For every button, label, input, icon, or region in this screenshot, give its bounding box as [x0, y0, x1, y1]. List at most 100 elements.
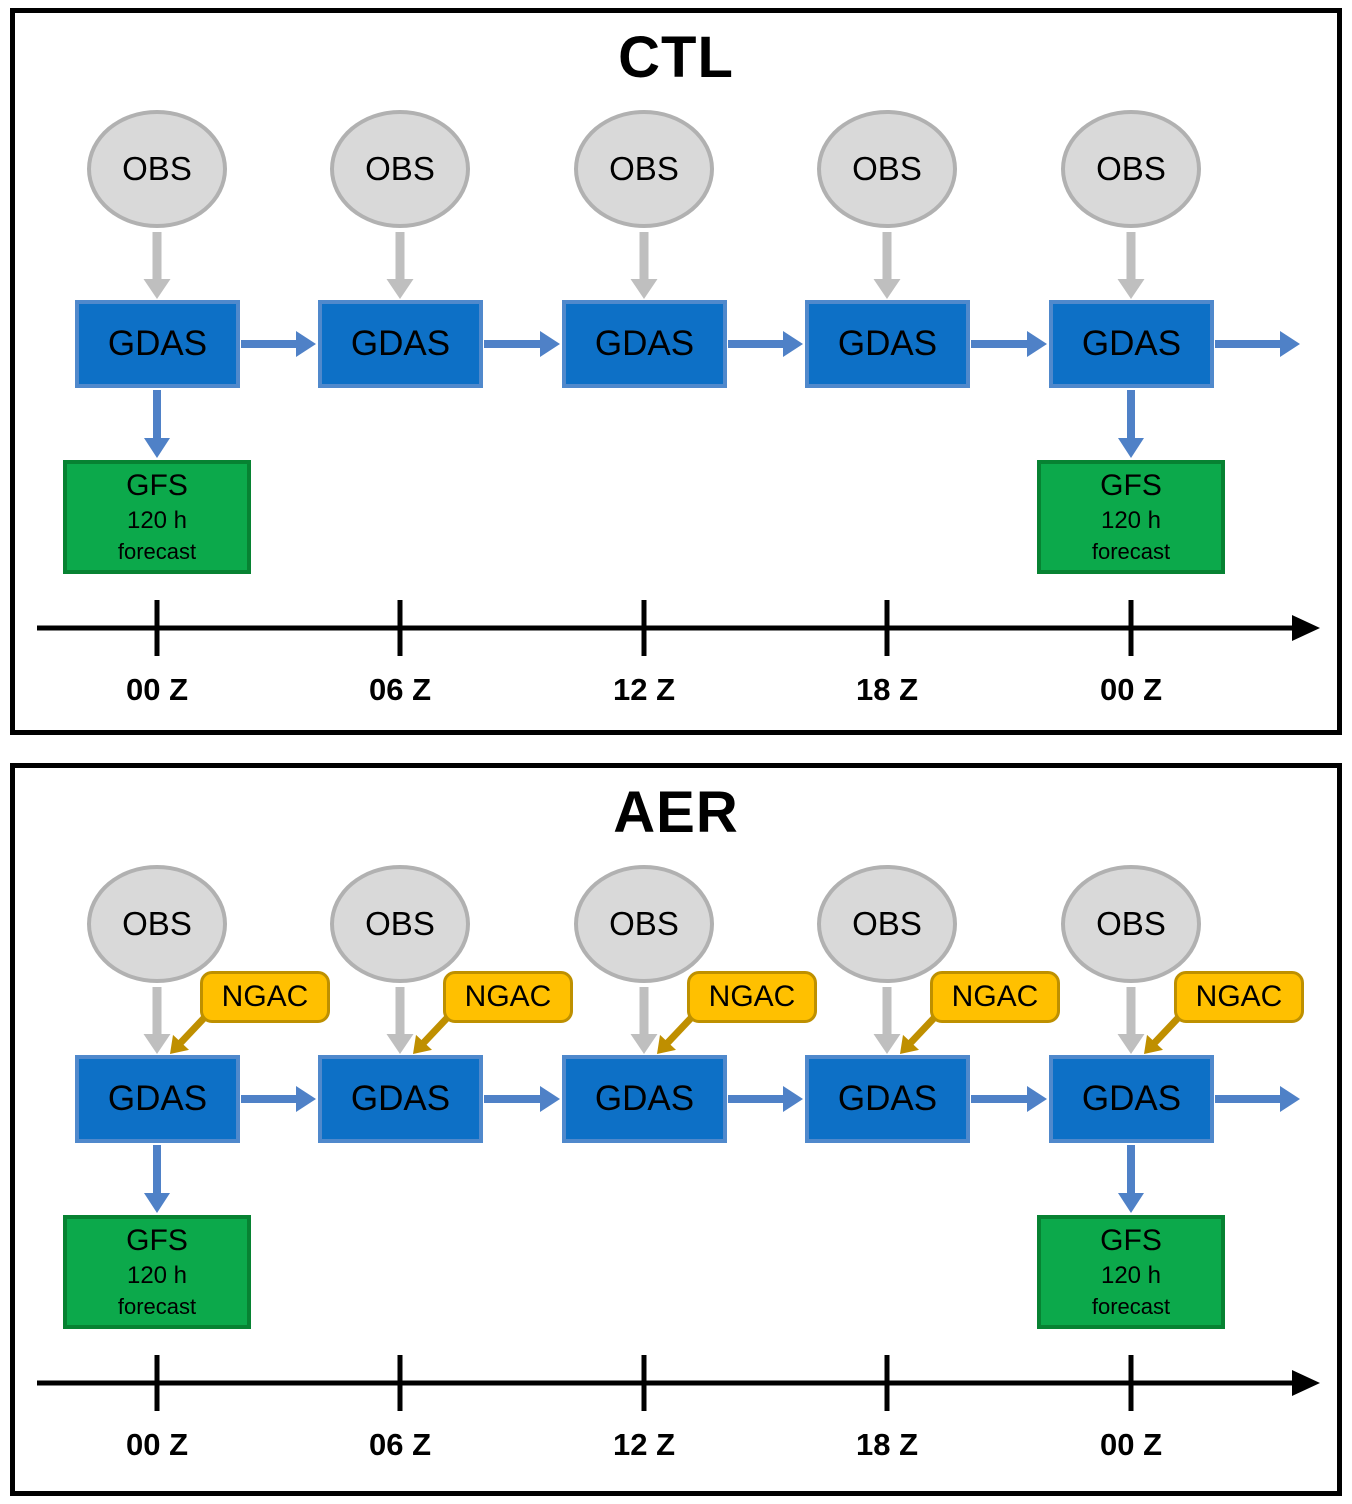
obs-to-gdas-arrow-head	[1117, 279, 1145, 299]
gdas-flow-arrow-head	[296, 1086, 316, 1112]
gdas-to-gfs-arrow-head	[1118, 1193, 1144, 1213]
gfs-name: GFS	[126, 1224, 188, 1257]
timeline-label: 06 Z	[368, 672, 432, 707]
obs-to-gdas-arrow-head	[1117, 1034, 1145, 1054]
obs-label: OBS	[852, 905, 922, 942]
gdas-flow-arrow-head	[540, 1086, 560, 1112]
timeline-label: 00 Z	[1099, 672, 1163, 707]
panel-aer: AER OBS GDAS NGAC 00 Z OBS GDAS NGAC 06 Z OBS GDAS…	[10, 763, 1342, 1496]
obs-to-gdas-arrow-head	[630, 279, 658, 299]
ngac-label: NGAC	[464, 980, 552, 1013]
timeline-label: 12 Z	[612, 672, 676, 707]
ngac-box: NGAC	[443, 971, 573, 1023]
obs-node: OBS	[330, 865, 470, 983]
obs-to-gdas-arrow-head	[143, 1034, 171, 1054]
panel-inner: CTL OBS GDAS 00 Z OBS GDAS 06 Z OBS GDAS 12 Z OBS G…	[10, 8, 1342, 735]
timeline-label: 18 Z	[855, 1427, 919, 1462]
ngac-box: NGAC	[687, 971, 817, 1023]
gfs-hours: 120 h	[126, 1262, 188, 1289]
ngac-to-gdas-arrow-head	[1144, 1034, 1163, 1054]
gdas-flow-arrow-head	[540, 331, 560, 357]
ngac-to-gdas-arrow	[907, 1014, 938, 1046]
ngac-label: NGAC	[221, 980, 309, 1013]
obs-node: OBS	[817, 110, 957, 228]
ngac-box: NGAC	[1174, 971, 1304, 1023]
gdas-label: GDAS	[1081, 1079, 1182, 1118]
panel-title: AER	[613, 780, 739, 845]
gdas-flow-arrow-head	[783, 1086, 803, 1112]
panel-title: CTL	[618, 25, 734, 90]
gfs-box: GFS 120 h forecast	[1037, 1215, 1225, 1329]
gfs-forecast-word: forecast	[117, 539, 197, 564]
gdas-box: GDAS	[805, 1055, 970, 1143]
obs-label: OBS	[852, 150, 922, 187]
ngac-to-gdas-arrow	[664, 1014, 695, 1046]
timeline-label: 00 Z	[125, 1427, 189, 1462]
gfs-hours: 120 h	[126, 507, 188, 534]
obs-node: OBS	[330, 110, 470, 228]
ngac-label: NGAC	[951, 980, 1039, 1013]
obs-label: OBS	[609, 150, 679, 187]
obs-to-gdas-arrow-head	[143, 279, 171, 299]
obs-to-gdas-arrow-head	[873, 279, 901, 299]
obs-node: OBS	[87, 865, 227, 983]
panel-ctl: CTL OBS GDAS 00 Z OBS GDAS 06 Z OBS GDAS 12 Z OBS G…	[10, 8, 1342, 735]
gfs-forecast-word: forecast	[1091, 539, 1171, 564]
gdas-flow-arrow-head	[1027, 1086, 1047, 1112]
obs-label: OBS	[609, 905, 679, 942]
gdas-box: GDAS	[1049, 1055, 1214, 1143]
timeline-label: 12 Z	[612, 1427, 676, 1462]
obs-node: OBS	[574, 865, 714, 983]
gfs-forecast-word: forecast	[1091, 1294, 1171, 1319]
obs-node: OBS	[1061, 110, 1201, 228]
gfs-hours: 120 h	[1100, 1262, 1162, 1289]
timeline-label: 00 Z	[1099, 1427, 1163, 1462]
gfs-hours: 120 h	[1100, 507, 1162, 534]
gdas-box: GDAS	[1049, 300, 1214, 388]
obs-label: OBS	[122, 905, 192, 942]
gdas-label: GDAS	[107, 1079, 208, 1118]
timeline-axis-head	[1292, 1370, 1320, 1396]
obs-to-gdas-arrow-head	[386, 279, 414, 299]
gdas-box: GDAS	[75, 1055, 240, 1143]
ngac-label: NGAC	[1195, 980, 1283, 1013]
obs-label: OBS	[365, 905, 435, 942]
gfs-name: GFS	[1100, 1224, 1162, 1257]
gdas-flow-arrow-head	[296, 331, 316, 357]
obs-node: OBS	[817, 865, 957, 983]
gdas-box: GDAS	[562, 300, 727, 388]
gdas-box: GDAS	[562, 1055, 727, 1143]
timeline-axis-head	[1292, 615, 1320, 641]
obs-node: OBS	[574, 110, 714, 228]
ngac-box: NGAC	[930, 971, 1060, 1023]
gfs-box: GFS 120 h forecast	[63, 1215, 251, 1329]
obs-to-gdas-arrow-head	[630, 1034, 658, 1054]
gdas-flow-arrow-head	[1027, 331, 1047, 357]
gdas-to-gfs-arrow-head	[144, 1193, 170, 1213]
gfs-forecast-word: forecast	[117, 1294, 197, 1319]
obs-label: OBS	[122, 150, 192, 187]
ngac-label: NGAC	[708, 980, 796, 1013]
obs-node: OBS	[87, 110, 227, 228]
obs-label: OBS	[365, 150, 435, 187]
ngac-to-gdas-arrow	[420, 1014, 451, 1046]
gfs-name: GFS	[126, 469, 188, 502]
ngac-to-gdas-arrow	[1151, 1014, 1182, 1046]
gdas-box: GDAS	[318, 300, 483, 388]
gdas-box: GDAS	[805, 300, 970, 388]
timeline-label: 06 Z	[368, 1427, 432, 1462]
gfs-box: GFS 120 h forecast	[63, 460, 251, 574]
gdas-label: GDAS	[594, 1079, 695, 1118]
gdas-label: GDAS	[594, 324, 695, 363]
ngac-to-gdas-arrow-head	[657, 1034, 676, 1054]
gdas-to-gfs-arrow-head	[1118, 438, 1144, 458]
gdas-box: GDAS	[318, 1055, 483, 1143]
gdas-label: GDAS	[837, 324, 938, 363]
ngac-box: NGAC	[200, 971, 330, 1023]
ngac-to-gdas-arrow	[177, 1014, 208, 1046]
gdas-label: GDAS	[350, 324, 451, 363]
timeline-label: 00 Z	[125, 672, 189, 707]
obs-node: OBS	[1061, 865, 1201, 983]
ngac-to-gdas-arrow-head	[900, 1034, 919, 1054]
